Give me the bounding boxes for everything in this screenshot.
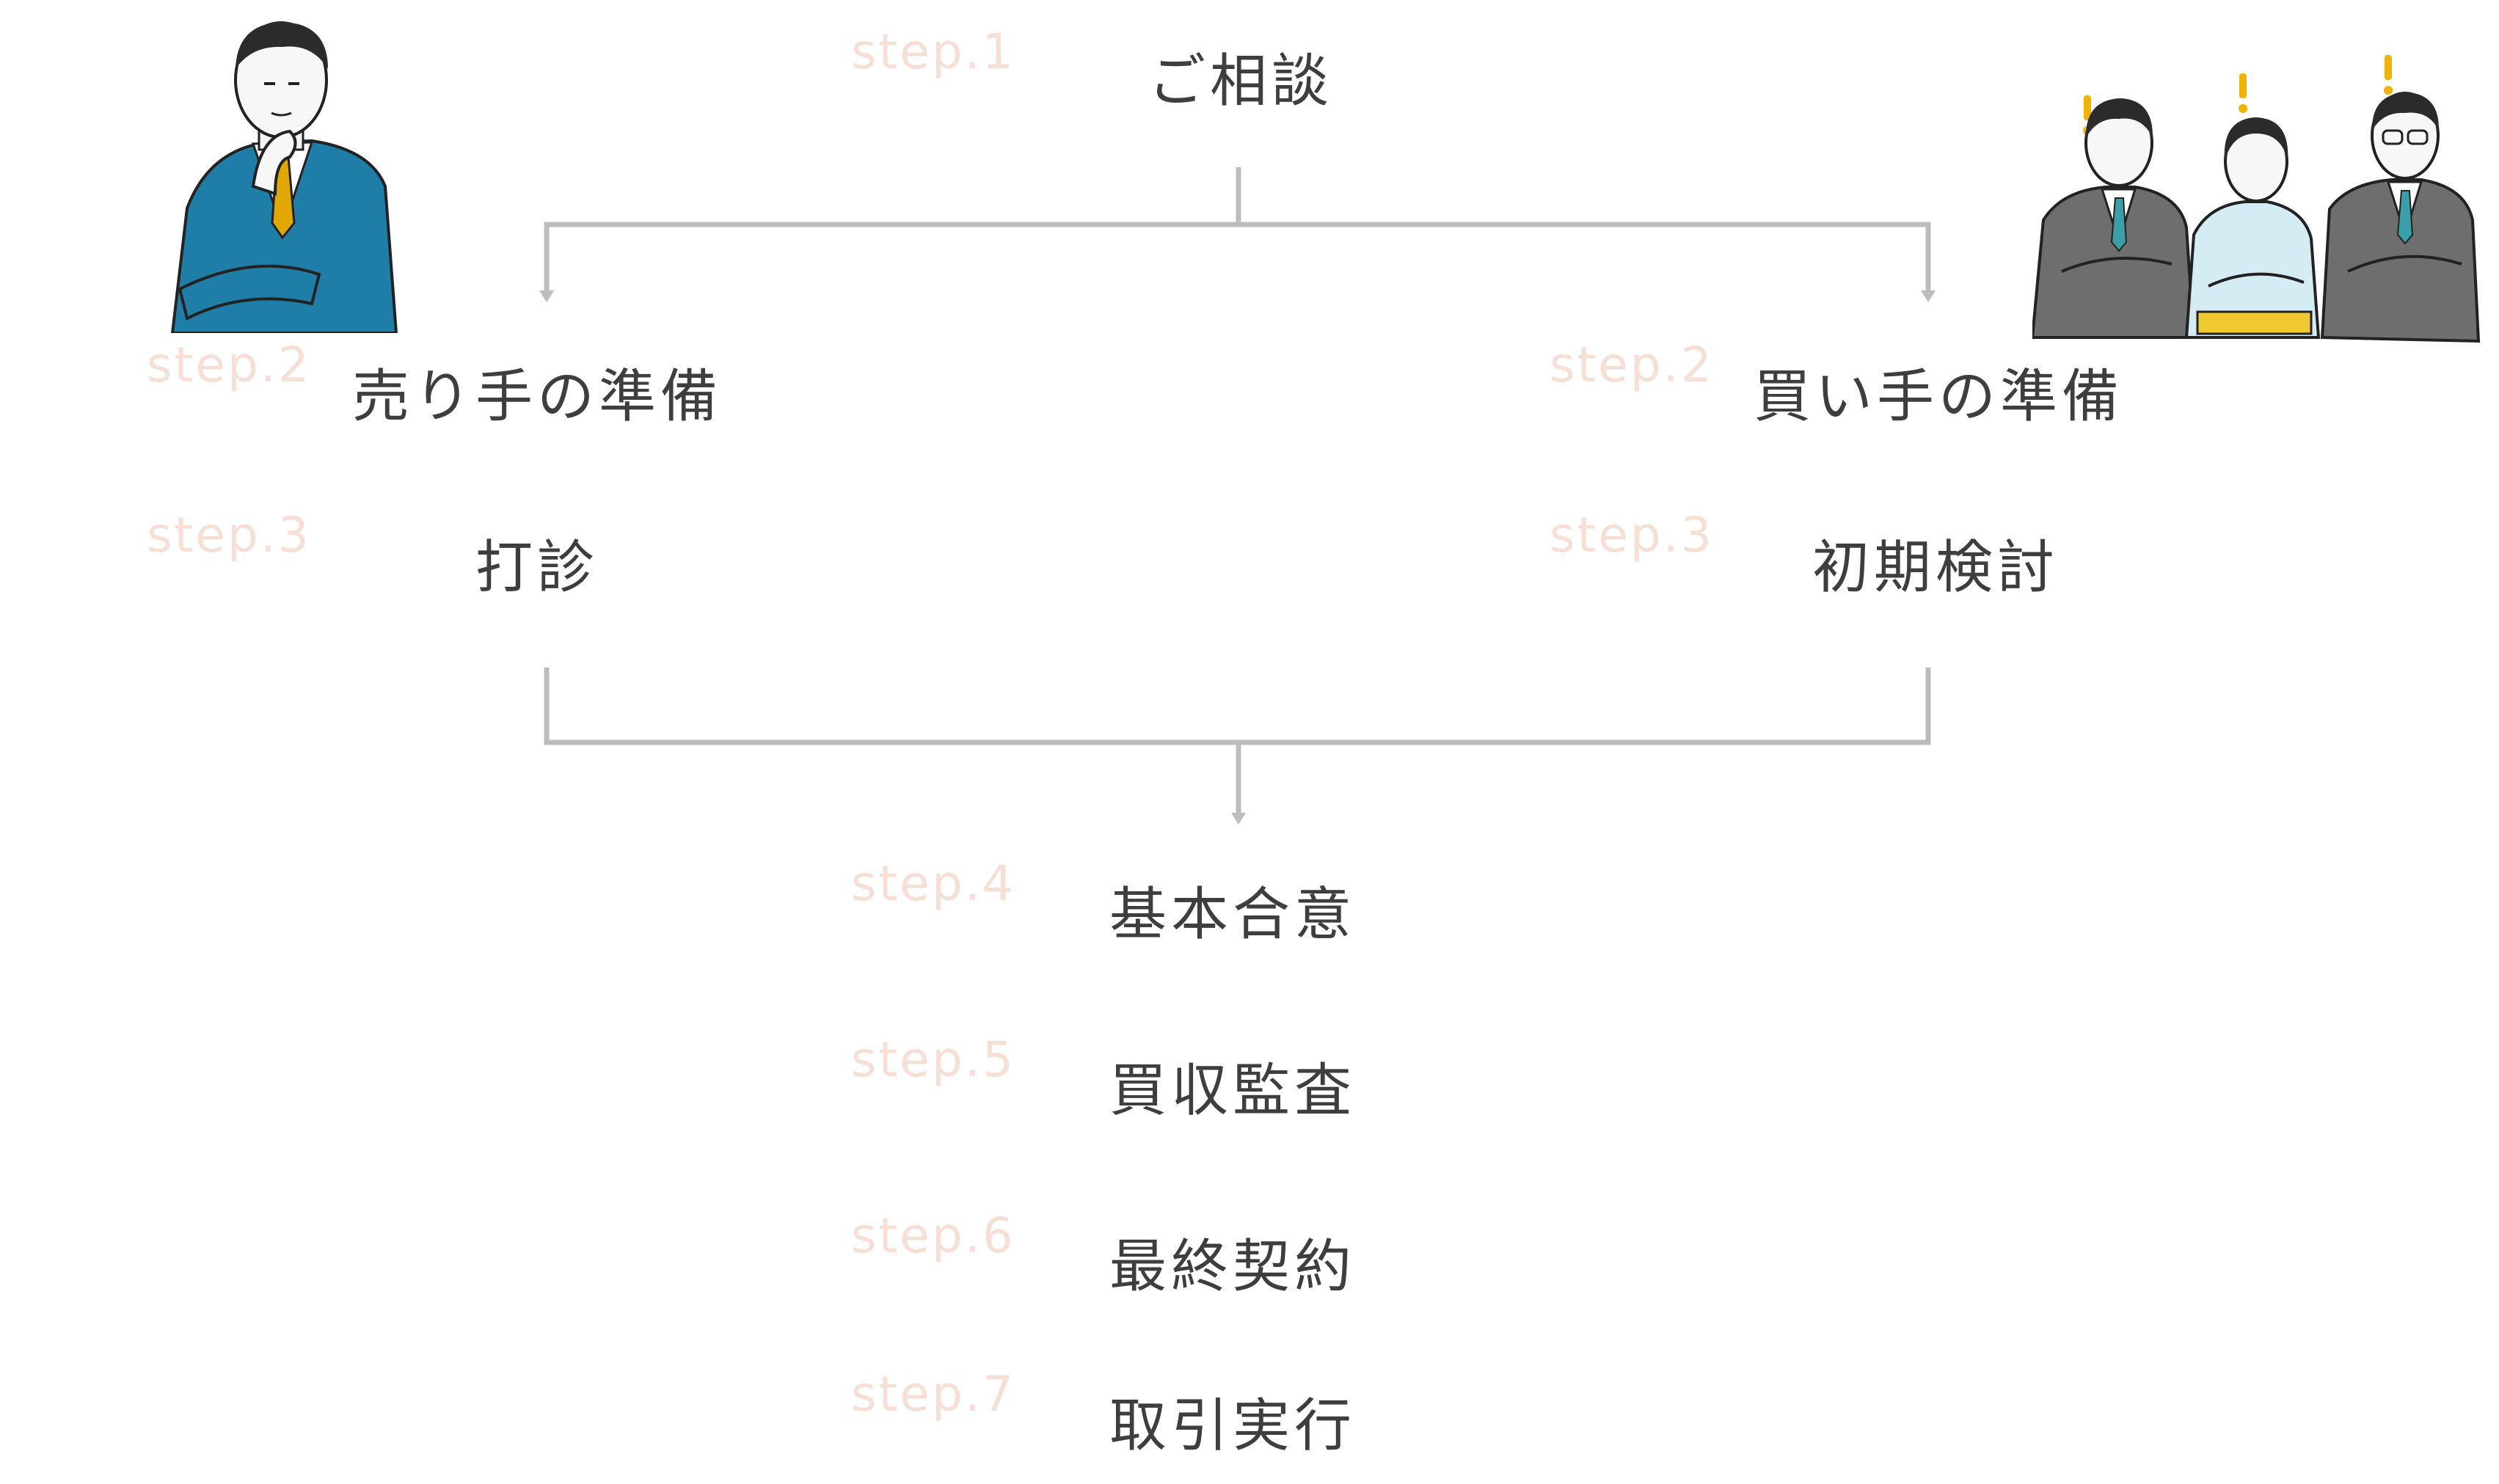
arrow-down-icon bbox=[539, 290, 554, 302]
step-6-label: 最終契約 bbox=[1109, 1234, 1357, 1300]
seller-prep-label: 売り手の準備 bbox=[352, 364, 723, 430]
seller-businessman-illustration bbox=[170, 21, 398, 333]
buyer-step-3-number: step.3 bbox=[1550, 507, 1714, 563]
step-5-number: step.5 bbox=[851, 1031, 1015, 1088]
seller-step-3-number: step.3 bbox=[147, 507, 311, 563]
step-7-label: 取引実行 bbox=[1109, 1393, 1357, 1459]
step-4-label: 基本合意 bbox=[1109, 882, 1357, 948]
arrow-down-icon bbox=[1231, 813, 1246, 825]
buyer-prep-label: 買い手の準備 bbox=[1754, 364, 2124, 430]
step-6-number: step.6 bbox=[851, 1207, 1015, 1264]
buyer-team-illustration bbox=[2032, 55, 2480, 343]
step-5-label: 買収監査 bbox=[1109, 1058, 1357, 1124]
split-connector bbox=[544, 167, 1931, 292]
step-7-number: step.7 bbox=[851, 1366, 1015, 1422]
seller-sounding-label: 打診 bbox=[475, 535, 599, 601]
merge-connector bbox=[544, 668, 1931, 814]
step-4-number: step.4 bbox=[851, 855, 1015, 912]
arrow-down-icon bbox=[1921, 290, 1936, 302]
seller-step-2-number: step.2 bbox=[147, 337, 311, 393]
buyer-review-label: 初期検討 bbox=[1812, 535, 2060, 601]
step-1-label: ご相談 bbox=[1148, 48, 1334, 114]
step-1-number: step.1 bbox=[851, 23, 1015, 80]
buyer-step-2-number: step.2 bbox=[1550, 337, 1714, 393]
